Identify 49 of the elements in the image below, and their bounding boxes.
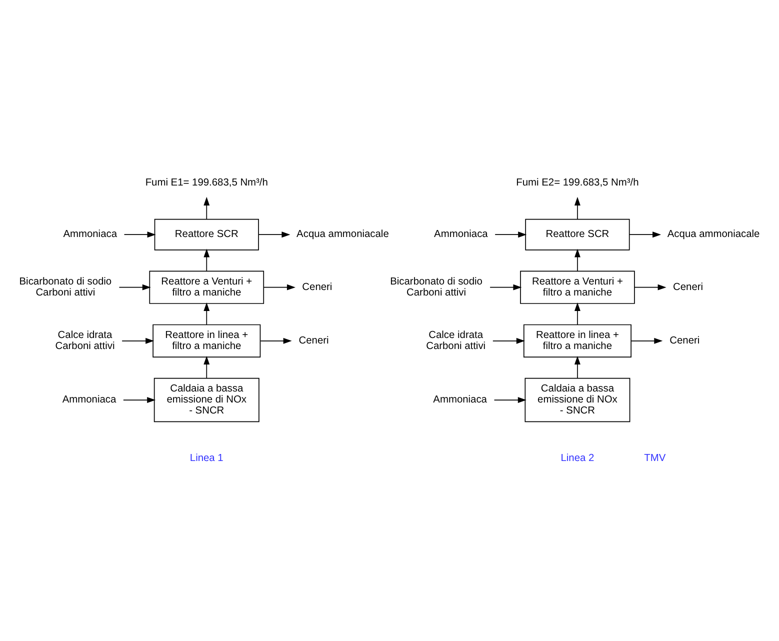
arrow	[494, 397, 526, 403]
node-box: Reattore a Venturi + filtro a maniche	[149, 270, 264, 304]
node-text: Ammoniaca	[434, 229, 488, 240]
arrow	[494, 232, 527, 238]
arrow	[124, 232, 156, 238]
arrow	[123, 397, 156, 403]
node-text: Calce idrata Carboni attivi	[426, 330, 486, 352]
node-text: Acqua ammoniacale	[296, 229, 389, 240]
node-text: Ceneri	[302, 282, 332, 293]
node-box: Reattore SCR	[154, 218, 259, 250]
node-text: Bicarbonato di sodio Carboni attivi	[390, 276, 482, 298]
node-text: Bicarbonato di sodio Carboni attivi	[19, 276, 112, 298]
arrow	[490, 284, 522, 290]
arrow	[204, 248, 210, 272]
arrow	[204, 356, 210, 379]
node-text: Fumi E2= 199.683,5 Nm³/h	[516, 177, 639, 188]
arrow	[204, 196, 210, 220]
arrow	[118, 284, 151, 290]
arrow	[574, 302, 580, 325]
node-text: Fumi E1= 199.683,5 Nm³/h	[145, 177, 268, 188]
arrow	[492, 338, 525, 344]
node-text: Ceneri	[670, 336, 700, 347]
node-text: Ammoniaca	[63, 229, 118, 240]
node-text: Ceneri	[673, 282, 704, 293]
node-box: Caldaia a bassa emissione di NOx - SNCR	[524, 378, 630, 422]
arrow	[629, 232, 662, 238]
node-box: Reattore in linea + filtro a maniche	[152, 324, 261, 358]
arrow	[634, 284, 666, 290]
node-text: Ammoniaca	[62, 394, 116, 406]
arrow	[122, 338, 154, 344]
arrow	[574, 248, 580, 272]
node-box: Reattore a Venturi + filtro a maniche	[520, 270, 635, 304]
arrow	[258, 232, 290, 238]
node-text: Acqua ammoniacale	[667, 229, 760, 240]
arrow	[263, 284, 296, 290]
label: Linea 2	[560, 452, 594, 464]
label: Linea 1	[190, 452, 224, 464]
node-text: Ceneri	[298, 336, 329, 347]
node-text: Ammoniaca	[433, 394, 487, 406]
node-box: Reattore in linea + filtro a maniche	[523, 324, 632, 358]
node-box: Caldaia a bassa emissione di NOx - SNCR	[154, 378, 260, 422]
label: TMV	[644, 452, 666, 464]
arrow	[260, 338, 292, 344]
arrow	[574, 196, 580, 220]
node-box: Reattore SCR	[525, 218, 630, 250]
arrow	[574, 356, 580, 379]
arrow	[204, 302, 210, 325]
node-text: Calce idrata Carboni attivi	[55, 330, 115, 352]
arrow	[631, 338, 663, 344]
